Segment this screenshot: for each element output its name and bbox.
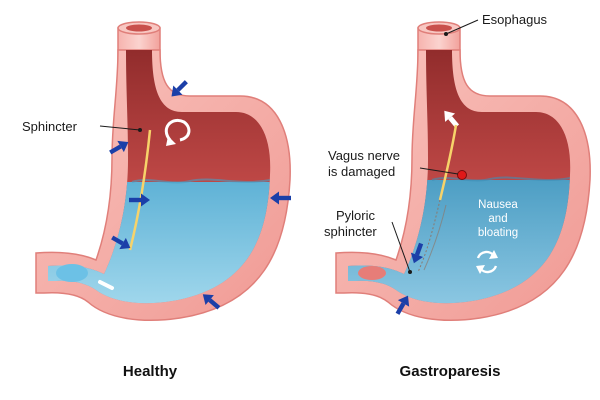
- nausea-line-2: and: [488, 213, 507, 225]
- contraction-arrow-icon: [111, 235, 131, 250]
- contraction-arrow-icon: [202, 294, 221, 310]
- contraction-arrow-icon: [270, 191, 291, 205]
- healthy-stomach: [35, 21, 291, 321]
- flow-arrow-left: [98, 280, 114, 290]
- nausea-line-1: Nausea: [478, 199, 518, 211]
- contraction-arrow-icon: [109, 140, 129, 155]
- nausea-line-3: bloating: [478, 227, 518, 239]
- duodenum-fluid-left: [56, 264, 88, 282]
- reflux-arrow-icon: [444, 110, 460, 128]
- contraction-arrows-left: [109, 80, 291, 310]
- pyloric-label-line-1: Pyloric: [336, 208, 376, 223]
- contraction-arrow-icon: [171, 80, 188, 97]
- pyloric-leader-dot: [408, 270, 412, 274]
- caption-gastroparesis: Gastroparesis: [400, 363, 501, 380]
- pylorus-arrows-right: [395, 242, 424, 315]
- bloating-cycle-icon: [476, 250, 498, 274]
- pyloric-leader: [391, 221, 411, 273]
- contraction-arrow-icon: [129, 193, 150, 207]
- esophagus-label: Esophagus: [482, 12, 548, 27]
- esophagus-leader: [445, 19, 479, 35]
- sphincter-leader-dot: [138, 128, 142, 132]
- vagus-label-line-2: is damaged: [328, 164, 395, 179]
- vagus-leader: [419, 167, 459, 175]
- pylorus-arrow-icon: [410, 242, 424, 264]
- sphincter-curl-icon: [164, 119, 191, 142]
- vagus-label-line-1: Vagus nerve: [328, 148, 400, 163]
- nerve-damage-dot: [457, 170, 467, 180]
- caption-healthy: Healthy: [123, 363, 178, 380]
- duodenum-empty-right: [358, 266, 386, 280]
- pyloric-label-line-2: sphincter: [324, 224, 377, 239]
- vagus-nerve-right: [438, 124, 458, 201]
- vagus-nerve-left: [128, 129, 152, 251]
- sphincter-leader: [99, 125, 141, 131]
- pylorus-arrow-icon: [395, 295, 410, 315]
- sphincter-label: Sphincter: [22, 119, 78, 134]
- esophagus-leader-dot: [444, 32, 448, 36]
